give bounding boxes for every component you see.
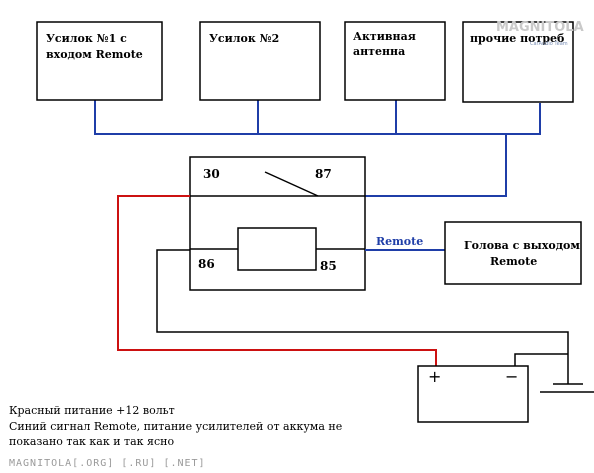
relay-pin-87: 87 xyxy=(315,167,332,181)
relay-pin-85: 85 xyxy=(320,259,337,273)
relay-pin-30: 30 xyxy=(203,167,220,181)
amplifier-1-label-line2: входом Remote xyxy=(46,48,143,61)
active-antenna-block: Активная антенна xyxy=(344,21,446,101)
head-unit-label-line1: Голова с выходом xyxy=(464,239,580,252)
note-line-1: Красный питание +12 вольт xyxy=(9,404,175,417)
battery-minus-sign: − xyxy=(505,367,518,386)
watermark-subtext: CarAudio Team xyxy=(530,41,568,47)
watermark-text: MAGNITOLA xyxy=(496,20,584,35)
relay: 30 87 86 85 xyxy=(189,156,366,291)
ground-wire xyxy=(156,249,569,384)
battery: + − xyxy=(417,365,529,423)
ground-symbol xyxy=(540,383,594,393)
other-consumers-block: прочие потреб xyxy=(462,21,574,103)
battery-minus-wire xyxy=(514,353,568,366)
legend-notes: Красный питание +12 вольт Синий сигнал R… xyxy=(9,404,342,448)
magnitola-watermark: MAGNITOLA CarAudio Team xyxy=(496,20,584,47)
remote-bus-wire xyxy=(94,100,541,197)
head-unit-label-line2: Remote xyxy=(490,255,537,268)
amplifier-2-block: Усилок №2 xyxy=(199,21,321,101)
amplifier-2-label: Усилок №2 xyxy=(209,32,279,45)
antenna-label-line2: антенна xyxy=(353,45,405,58)
relay-coil xyxy=(237,227,317,271)
remote-wire-label: Remote xyxy=(376,235,423,248)
plus-12v-wire xyxy=(117,195,437,366)
note-line-3: показано так как и так ясно xyxy=(9,435,174,448)
other-consumers-label: прочие потреб xyxy=(470,32,564,45)
relay-pin-86: 86 xyxy=(198,257,215,271)
amplifier-1-label-line1: Усилок №1 с xyxy=(46,32,127,45)
head-unit-block: Голова с выходом Remote xyxy=(444,221,582,285)
amplifier-1-block: Усилок №1 с входом Remote xyxy=(36,21,163,101)
note-line-2: Синий сигнал Remote, питание усилителей … xyxy=(9,420,342,433)
battery-plus-sign: + xyxy=(428,367,441,386)
relay-switch-contact xyxy=(264,171,319,197)
antenna-label-line1: Активная xyxy=(353,30,416,43)
footer-site-text: MAGNITOLA[.ORG] [.RU] [.NET] xyxy=(9,458,206,469)
